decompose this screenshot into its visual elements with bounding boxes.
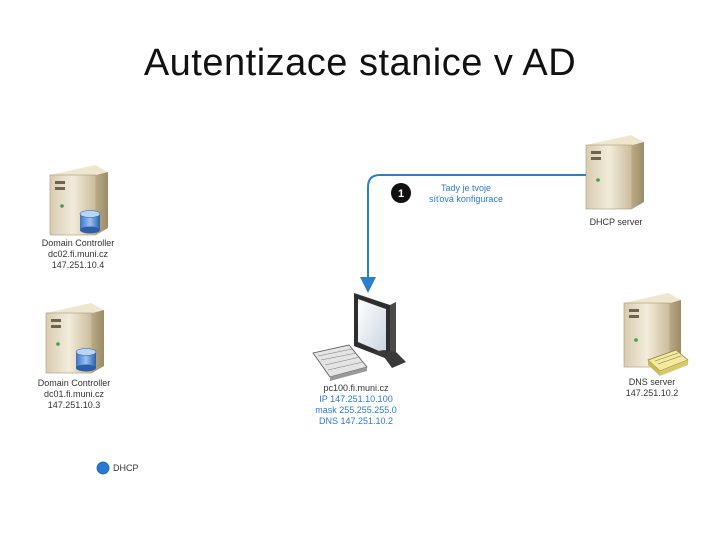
pc-label: pc100.fi.muni.cz IP 147.251.10.100 mask … [306,383,406,427]
pc-host: pc100.fi.muni.cz [306,383,406,394]
dhcp-message-line2: síťová konfigurace [418,194,514,205]
legend-dhcp-label: DHCP [113,463,139,474]
step-badge: 1 [391,183,411,203]
pc-ip: IP 147.251.10.100 [306,394,406,405]
dc01-ip: 147.251.10.3 [26,400,122,411]
dhcp-message: Tady je tvoje síťová konfigurace [418,183,514,205]
dns-label: DNS server 147.251.10.2 [612,377,692,399]
dc02-role: Domain Controller [30,238,126,249]
database-dc02-icon [80,211,100,234]
pc-mask: mask 255.255.255.0 [306,405,406,416]
legend-dhcp-swatch [97,462,109,474]
dc01-host: dc01.fi.muni.cz [26,389,122,400]
server-dhcp-icon [586,135,644,209]
dns-ip: 147.251.10.2 [612,388,692,399]
pc-dns: DNS 147.251.10.2 [306,416,406,427]
dc01-label: Domain Controller dc01.fi.muni.cz 147.25… [26,378,122,411]
dc02-host: dc02.fi.muni.cz [30,249,126,260]
dhcp-label: DHCP server [576,217,656,228]
dhcp-role: DHCP server [576,217,656,228]
keyboard-icon [313,345,367,381]
step-number: 1 [398,188,404,200]
dns-role: DNS server [612,377,692,388]
dc02-ip: 147.251.10.4 [30,260,126,271]
database-dc01-icon [76,349,96,372]
dc01-role: Domain Controller [26,378,122,389]
dhcp-message-line1: Tady je tvoje [418,183,514,194]
dc02-label: Domain Controller dc02.fi.muni.cz 147.25… [30,238,126,271]
workstation-monitor-icon [354,293,406,368]
